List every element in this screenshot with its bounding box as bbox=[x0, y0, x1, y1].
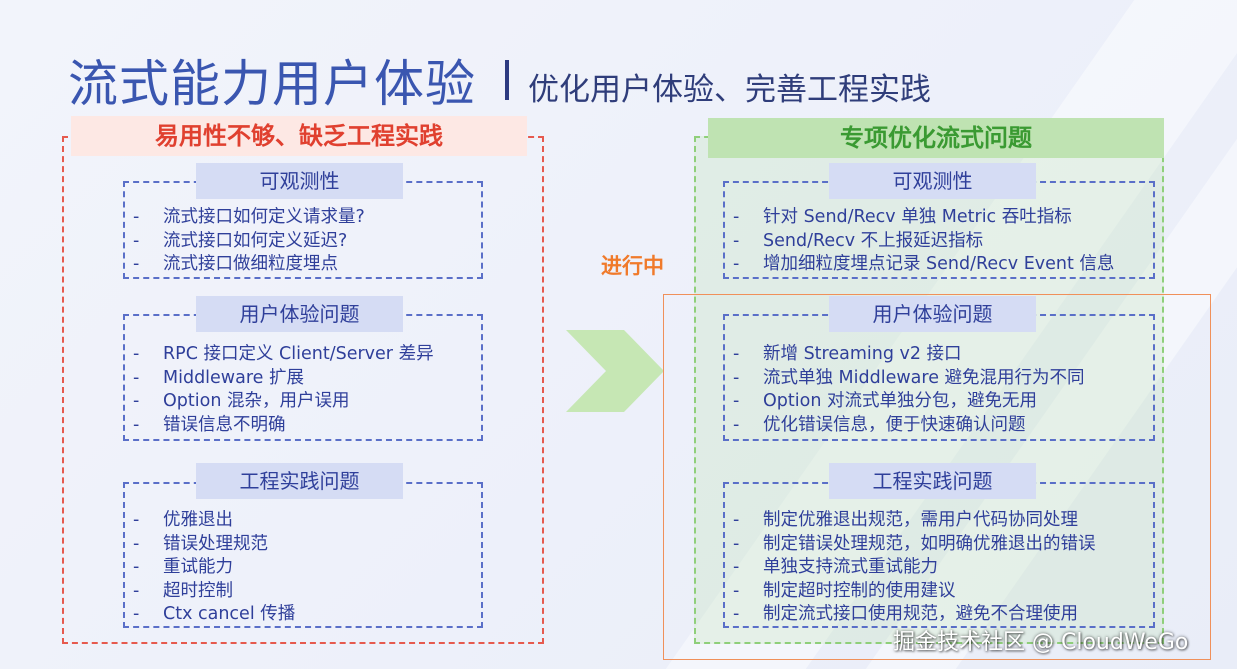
right-observability-list: -针对 Send/Recv 单独 Metric 吞吐指标 -Send/Recv … bbox=[733, 206, 1114, 277]
list-item: -单独支持流式重试能力 bbox=[733, 557, 938, 577]
list-item: -Middleware 扩展 bbox=[133, 367, 304, 388]
left-observability-list: -流式接口如何定义请求量? -流式接口如何定义延迟? -流式接口做细粒度埋点 bbox=[133, 206, 365, 277]
list-item: -针对 Send/Recv 单独 Metric 吞吐指标 bbox=[733, 207, 1072, 227]
list-item: -流式接口如何定义延迟? bbox=[133, 230, 348, 251]
list-item: -RPC 接口定义 Client/Server 差异 bbox=[133, 344, 434, 364]
page-title: 流式能力用户体验 bbox=[68, 55, 476, 113]
list-item: -优化错误信息，便于快速确认问题 bbox=[733, 414, 1026, 435]
left-column-header: 易用性不够、缺乏工程实践 bbox=[71, 116, 527, 156]
list-item: -新增 Streaming v2 接口 bbox=[733, 344, 962, 364]
list-item: -制定流式接口使用规范，避免不合理使用 bbox=[733, 604, 1078, 624]
list-item: -Send/Recv 不上报延迟指标 bbox=[733, 230, 984, 251]
list-item: -Option 混杂，用户误用 bbox=[133, 391, 350, 411]
list-item: -流式接口如何定义请求量? bbox=[133, 207, 365, 227]
list-item: -重试能力 bbox=[133, 557, 233, 577]
left-section-observability-label: 可观测性 bbox=[196, 163, 403, 199]
list-item: -Option 对流式单独分包，避免无用 bbox=[733, 391, 1037, 411]
list-item: -制定超时控制的使用建议 bbox=[733, 580, 956, 601]
title-separator bbox=[505, 60, 509, 100]
chevron-right-icon bbox=[566, 330, 664, 412]
right-section-observability-label: 可观测性 bbox=[829, 163, 1036, 199]
list-item: -制定错误处理规范，如明确优雅退出的错误 bbox=[733, 533, 1096, 554]
right-ux-list: -新增 Streaming v2 接口 -流式单独 Middleware 避免混… bbox=[733, 343, 1085, 437]
right-section-ux-label: 用户体验问题 bbox=[829, 296, 1036, 332]
list-item: -超时控制 bbox=[133, 580, 233, 601]
list-item: -流式接口做细粒度埋点 bbox=[133, 254, 338, 274]
right-engineering-list: -制定优雅退出规范，需用户代码协同处理 -制定错误处理规范，如明确优雅退出的错误… bbox=[733, 509, 1096, 627]
list-item: -优雅退出 bbox=[133, 510, 233, 530]
list-item: -流式单独 Middleware 避免混用行为不同 bbox=[733, 367, 1085, 388]
right-column bbox=[694, 136, 1164, 644]
left-ux-list: -RPC 接口定义 Client/Server 差异 -Middleware 扩… bbox=[133, 343, 434, 437]
left-section-ux-label: 用户体验问题 bbox=[196, 296, 403, 332]
watermark: 掘金技术社区 @ CloudWeGo bbox=[893, 630, 1189, 655]
list-item: -Ctx cancel 传播 bbox=[133, 604, 296, 624]
list-item: -增加细粒度埋点记录 Send/Recv Event 信息 bbox=[733, 254, 1115, 274]
right-section-engineering-label: 工程实践问题 bbox=[829, 463, 1036, 499]
left-engineering-list: -优雅退出 -错误处理规范 -重试能力 -超时控制 -Ctx cancel 传播 bbox=[133, 509, 295, 627]
list-item: -制定优雅退出规范，需用户代码协同处理 bbox=[733, 510, 1078, 530]
right-column-header: 专项优化流式问题 bbox=[708, 118, 1164, 158]
list-item: -错误信息不明确 bbox=[133, 414, 286, 435]
in-progress-highlight bbox=[663, 294, 1211, 660]
list-item: -错误处理规范 bbox=[133, 533, 268, 554]
page-subtitle: 优化用户体验、完善工程实践 bbox=[528, 72, 931, 108]
left-section-engineering-label: 工程实践问题 bbox=[196, 463, 403, 499]
progress-label: 进行中 bbox=[601, 254, 664, 278]
